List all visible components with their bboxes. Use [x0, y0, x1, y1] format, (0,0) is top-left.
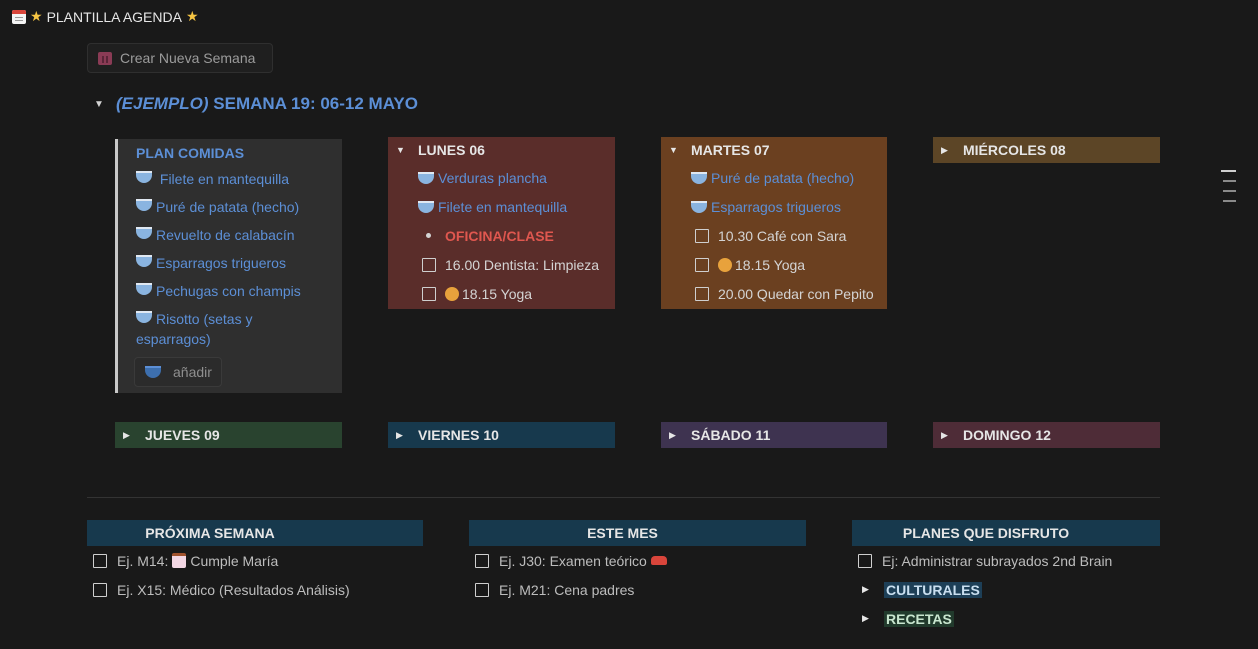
- day-header[interactable]: ▼ LUNES 06: [388, 137, 615, 163]
- meal-plan-title: PLAN COMIDAS: [136, 145, 245, 161]
- day-header[interactable]: ▼ MARTES 07: [661, 137, 887, 163]
- toggle-triangle-icon[interactable]: ▼: [669, 145, 678, 155]
- day-monday: ▼ LUNES 06 Verduras plancha Filete en ma…: [388, 137, 615, 309]
- section-header: ESTE MES: [469, 520, 806, 546]
- meal-item[interactable]: Esparragos trigueros: [136, 253, 342, 273]
- page-title-text: PLANTILLA AGENDA: [46, 8, 182, 25]
- checkbox[interactable]: [858, 553, 872, 568]
- bowl-icon: [136, 227, 152, 239]
- section-header: PRÓXIMA SEMANA: [87, 520, 423, 546]
- checkbox[interactable]: [695, 286, 709, 301]
- meal-item[interactable]: Filete en mantequilla: [136, 169, 342, 189]
- meal-link[interactable]: Esparragos trigueros: [661, 192, 887, 221]
- week-heading[interactable]: ▼ (EJEMPLO) SEMANA 19: 06-12 MAYO: [94, 94, 418, 114]
- task-item[interactable]: Ej. M14:Cumple María: [87, 546, 423, 575]
- bowl-icon: [691, 171, 707, 184]
- toggle-triangle-icon[interactable]: ▶: [862, 613, 869, 623]
- meal-item[interactable]: Revuelto de calabacín: [136, 225, 342, 245]
- task-item[interactable]: Ej. J30: Examen teórico: [469, 546, 806, 575]
- day-friday[interactable]: ▶ VIERNES 10: [388, 422, 615, 448]
- toggle-recetas[interactable]: ▶ RECETAS: [862, 610, 954, 627]
- checkbox[interactable]: [93, 582, 107, 597]
- checkbox[interactable]: [695, 257, 709, 272]
- toggle-triangle-icon[interactable]: ▶: [123, 429, 130, 440]
- bowl-icon: [136, 199, 152, 211]
- toggle-triangle-icon[interactable]: ▶: [862, 584, 869, 594]
- day-sunday[interactable]: ▶ DOMINGO 12: [933, 422, 1160, 448]
- star-icon: ★: [30, 8, 43, 24]
- toggle-triangle-icon[interactable]: ▼: [396, 145, 405, 155]
- toggle-triangle-icon[interactable]: ▼: [94, 98, 104, 110]
- task-item[interactable]: Ej. X15: Médico (Resultados Análisis): [87, 575, 423, 604]
- day-wednesday[interactable]: ▶ MIÉRCOLES 08: [933, 137, 1160, 163]
- day-label: LUNES 06: [418, 142, 485, 158]
- yoga-icon: [718, 257, 732, 272]
- create-new-week-button[interactable]: Crear Nueva Semana: [87, 43, 273, 73]
- bowl-icon: [136, 255, 152, 267]
- calendar-icon: [12, 9, 26, 24]
- toggle-triangle-icon[interactable]: ▶: [941, 144, 948, 155]
- checkbox[interactable]: [475, 553, 489, 568]
- day-label: JUEVES 09: [145, 427, 220, 443]
- day-label: MARTES 07: [691, 142, 770, 158]
- checkbox[interactable]: [695, 228, 709, 243]
- bowl-icon: [691, 200, 707, 213]
- day-label: MIÉRCOLES 08: [963, 142, 1066, 158]
- page-title: ★ PLANTILLA AGENDA ★: [12, 8, 199, 25]
- meal-link[interactable]: Puré de patata (hecho): [661, 163, 887, 192]
- day-thursday[interactable]: ▶ JUEVES 09: [115, 422, 342, 448]
- toggle-triangle-icon[interactable]: ▶: [396, 429, 403, 440]
- meal-plan-panel: PLAN COMIDAS Filete en mantequilla Puré …: [115, 139, 342, 393]
- star-icon: ★: [185, 8, 199, 24]
- checkbox[interactable]: [93, 553, 107, 568]
- bowl-icon: [145, 366, 161, 378]
- meal-item[interactable]: Risotto (setas y esparragos): [136, 311, 253, 347]
- bowl-icon: [136, 171, 152, 183]
- bowl-icon: [136, 311, 152, 323]
- bullet-icon: [426, 233, 431, 238]
- meal-link[interactable]: Filete en mantequilla: [388, 192, 615, 221]
- day-label: VIERNES 10: [418, 427, 499, 443]
- task-item[interactable]: 18.15 Yoga: [388, 279, 615, 308]
- toggle-triangle-icon[interactable]: ▶: [669, 429, 676, 440]
- day-tuesday: ▼ MARTES 07 Puré de patata (hecho) Espar…: [661, 137, 887, 309]
- bowl-icon: [418, 171, 434, 184]
- meal-item[interactable]: Puré de patata (hecho): [136, 197, 342, 217]
- task-item[interactable]: 20.00 Quedar con Pepito: [661, 279, 887, 308]
- plans-section: PLANES QUE DISFRUTO Ej: Administrar subr…: [852, 520, 1160, 633]
- checkbox[interactable]: [422, 286, 436, 301]
- week-prefix: (EJEMPLO): [116, 94, 209, 113]
- car-icon: [650, 556, 667, 565]
- cake-icon: [172, 553, 187, 568]
- task-item[interactable]: 16.00 Dentista: Limpieza: [388, 250, 615, 279]
- yoga-icon: [445, 286, 459, 301]
- day-label: SÁBADO 11: [691, 427, 771, 443]
- toggle-culturales[interactable]: ▶ CULTURALES: [862, 581, 982, 598]
- next-week-section: PRÓXIMA SEMANA Ej. M14:Cumple María Ej. …: [87, 520, 423, 604]
- day-label: DOMINGO 12: [963, 427, 1051, 443]
- checkbox[interactable]: [422, 257, 436, 272]
- bullet-item: OFICINA/CLASE: [388, 221, 615, 250]
- add-meal-button[interactable]: añadir: [134, 357, 222, 387]
- task-item[interactable]: Ej: Administrar subrayados 2nd Brain: [852, 546, 1160, 575]
- bowl-icon: [418, 200, 434, 213]
- bowl-icon: [136, 283, 152, 295]
- divider: [87, 497, 1160, 498]
- meal-item[interactable]: Pechugas con champis: [136, 281, 342, 301]
- checkbox[interactable]: [475, 582, 489, 597]
- day-saturday[interactable]: ▶ SÁBADO 11: [661, 422, 887, 448]
- week-title: SEMANA 19: 06-12 MAYO: [213, 94, 418, 113]
- meal-link[interactable]: Verduras plancha: [388, 163, 615, 192]
- section-header: PLANES QUE DISFRUTO: [852, 520, 1160, 546]
- task-item[interactable]: 18.15 Yoga: [661, 250, 887, 279]
- toggle-triangle-icon[interactable]: ▶: [941, 429, 948, 440]
- this-month-section: ESTE MES Ej. J30: Examen teórico Ej. M21…: [469, 520, 806, 604]
- task-item[interactable]: 10.30 Café con Sara: [661, 221, 887, 250]
- create-new-week-label: Crear Nueva Semana: [120, 50, 256, 66]
- table-of-contents-indicator[interactable]: [1221, 170, 1236, 210]
- calendar-icon: [98, 51, 112, 65]
- add-meal-label: añadir: [173, 364, 212, 380]
- task-item[interactable]: Ej. M21: Cena padres: [469, 575, 806, 604]
